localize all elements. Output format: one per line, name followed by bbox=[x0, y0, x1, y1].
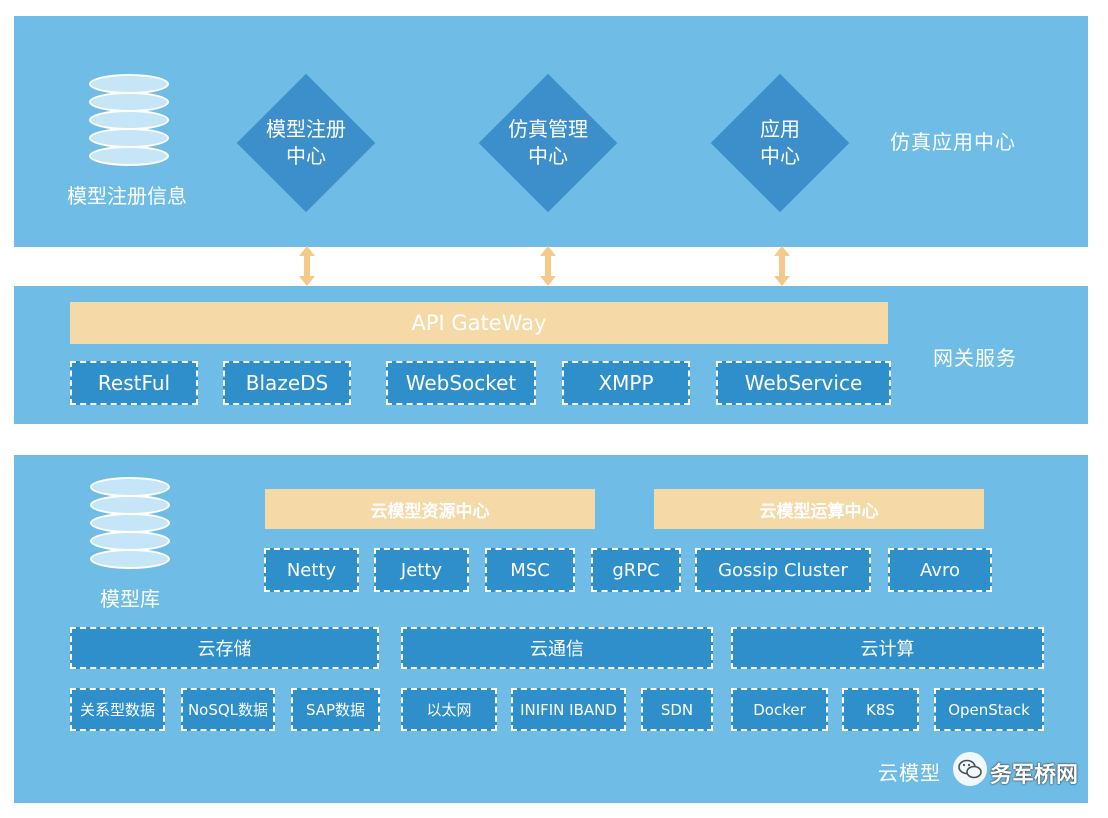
framework-avro: Avro bbox=[888, 548, 992, 592]
double-arrow-icon bbox=[299, 246, 315, 286]
api-gateway-bar: API GateWay bbox=[70, 302, 888, 344]
framework-msc: MSC bbox=[485, 548, 575, 592]
category-cloud-computing: 云计算 bbox=[731, 627, 1044, 669]
cloud-model-resource-center-bar: 云模型资源中心 bbox=[265, 489, 595, 529]
category-cloud-communication: 云通信 bbox=[401, 627, 713, 669]
tech-docker: Docker bbox=[731, 688, 828, 731]
cloud-model-service-label: 云模型 bbox=[878, 761, 941, 785]
gateway-service-label: 网关服务 bbox=[933, 346, 1017, 370]
category-cloud-storage: 云存储 bbox=[70, 627, 379, 669]
framework-netty: Netty bbox=[264, 548, 359, 592]
tech-nosql-data: NoSQL数据 bbox=[181, 688, 275, 731]
framework-gossip-cluster: Gossip Cluster bbox=[695, 548, 871, 592]
double-arrow-icon bbox=[540, 246, 556, 286]
simulation-management-center-node: 仿真管理 中心 bbox=[478, 73, 618, 213]
tech-openstack: OpenStack bbox=[934, 688, 1044, 731]
application-center-node: 应用 中心 bbox=[710, 73, 850, 213]
model-registry-center-label: 模型注册 中心 bbox=[266, 117, 346, 168]
protocol-blazeds: BlazeDS bbox=[223, 361, 351, 405]
cloud-model-compute-center-bar: 云模型运算中心 bbox=[654, 489, 984, 529]
tech-sdn: SDN bbox=[641, 688, 713, 731]
wechat-icon bbox=[953, 752, 987, 786]
simulation-management-center-label: 仿真管理 中心 bbox=[508, 117, 588, 168]
protocol-xmpp: XMPP bbox=[562, 361, 690, 405]
tech-ethernet: 以太网 bbox=[401, 688, 497, 731]
tech-k8s: K8S bbox=[842, 688, 919, 731]
double-arrow-icon bbox=[774, 246, 790, 286]
protocol-websocket: WebSocket bbox=[386, 361, 536, 405]
watermark-text: 务军桥网 bbox=[990, 763, 1079, 788]
simulation-app-center-label: 仿真应用中心 bbox=[890, 130, 1016, 154]
application-center-label: 应用 中心 bbox=[760, 117, 800, 168]
database-icon bbox=[90, 477, 170, 571]
protocol-restful: RestFul bbox=[70, 361, 198, 405]
framework-grpc: gRPC bbox=[591, 548, 681, 592]
framework-jetty: Jetty bbox=[374, 548, 469, 592]
tech-infiniband: INIFIN IBAND bbox=[511, 688, 626, 731]
model-registry-center-node: 模型注册 中心 bbox=[236, 73, 376, 213]
tech-sap-data: SAP数据 bbox=[291, 688, 380, 731]
model-library-label: 模型库 bbox=[100, 587, 160, 611]
tech-relational-data: 关系型数据 bbox=[70, 688, 165, 731]
protocol-webservice: WebService bbox=[716, 361, 891, 405]
model-registry-info-label: 模型注册信息 bbox=[67, 184, 187, 208]
database-icon bbox=[89, 74, 169, 170]
